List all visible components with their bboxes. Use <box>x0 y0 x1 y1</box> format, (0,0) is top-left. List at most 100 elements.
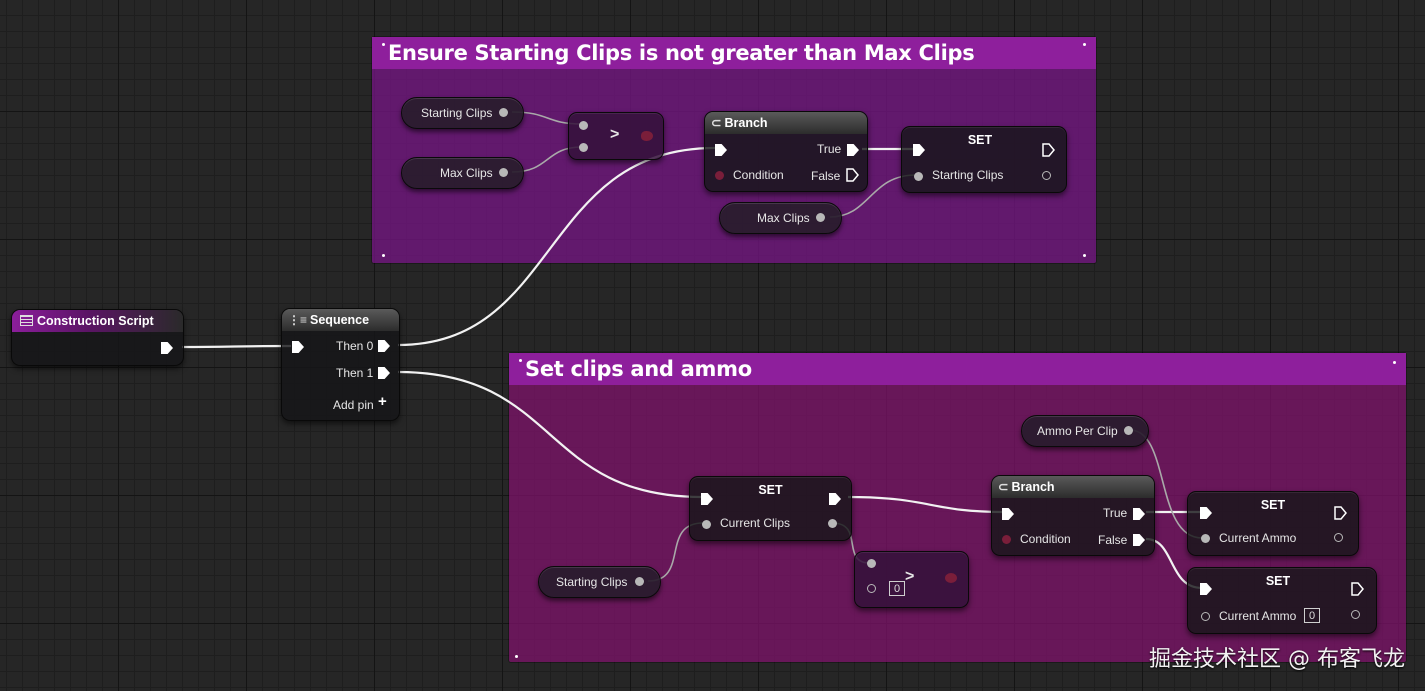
then-0-pin[interactable] <box>378 340 390 352</box>
add-pin-label[interactable]: Add pin <box>333 398 374 412</box>
data-in-pin[interactable] <box>1201 534 1210 543</box>
data-in-pin[interactable] <box>1201 612 1210 621</box>
pin-label: Current Ammo <box>1219 531 1297 545</box>
starting-clips-getter[interactable]: Starting Clips <box>401 97 524 129</box>
then-0-label: Then 0 <box>336 339 374 353</box>
true-label: True <box>817 142 842 156</box>
branch-node-top[interactable]: ⊂Branch True Condition False <box>704 111 868 192</box>
data-in-pin-b[interactable] <box>867 584 876 593</box>
then-1-label: Then 1 <box>336 366 374 380</box>
variable-label: Ammo Per Clip <box>1037 424 1118 438</box>
set-starting-clips-node[interactable]: SET Starting Clips <box>901 126 1067 193</box>
sequence-node[interactable]: ⋮≡Sequence Then 0 Then 1 Add pin + <box>281 308 400 421</box>
pin-label: Current Clips <box>720 516 791 530</box>
exec-out-pin[interactable] <box>1042 143 1056 157</box>
comment-corner-dot <box>1393 361 1396 364</box>
node-header: ⊂Branch <box>705 112 867 134</box>
plus-icon[interactable]: + <box>378 393 387 410</box>
condition-pin[interactable] <box>715 171 724 180</box>
data-out-pin[interactable] <box>816 213 825 222</box>
function-icon <box>20 315 33 326</box>
watermark: 掘金技术社区 @ 布客飞龙 <box>1149 647 1405 672</box>
max-clips-getter[interactable]: Max Clips <box>401 157 524 189</box>
condition-label: Condition <box>1020 532 1071 546</box>
data-out-pin[interactable] <box>1042 171 1051 180</box>
data-out-pin[interactable] <box>828 519 837 528</box>
comment-title[interactable]: Set clips and ammo <box>509 353 1406 385</box>
set-current-ammo-node-false[interactable]: SET Current Ammo 0 <box>1187 567 1377 634</box>
node-header: ⊂Branch <box>992 476 1154 498</box>
branch-icon: ⊂ <box>998 480 1009 494</box>
exec-out-pin[interactable] <box>1334 506 1348 520</box>
starting-clips-getter-2[interactable]: Starting Clips <box>538 566 661 598</box>
value-input-box[interactable]: 0 <box>889 581 905 596</box>
comment-corner-dot <box>1083 254 1086 257</box>
exec-in-pin[interactable] <box>1002 508 1014 520</box>
pin-label: Starting Clips <box>932 168 1004 182</box>
data-out-pin[interactable] <box>1351 610 1360 619</box>
set-current-clips-node[interactable]: SET Current Clips <box>689 476 852 541</box>
sequence-icon: ⋮≡ <box>288 313 308 327</box>
exec-in-pin[interactable] <box>1200 583 1212 595</box>
data-in-pin[interactable] <box>914 172 923 181</box>
node-title: Branch <box>724 116 768 130</box>
branch-icon: ⊂ <box>711 116 722 130</box>
value-input-box[interactable]: 0 <box>1304 608 1320 623</box>
comment-corner-dot <box>382 254 385 257</box>
exec-in-pin[interactable] <box>292 341 304 353</box>
comment-corner-dot <box>519 359 522 362</box>
data-in-pin-b[interactable] <box>579 143 588 152</box>
false-label: False <box>811 169 841 183</box>
construction-script-node[interactable]: Construction Script <box>11 309 184 366</box>
data-in-pin[interactable] <box>702 520 711 529</box>
data-out-pin[interactable] <box>499 168 508 177</box>
exec-in-pin[interactable] <box>913 144 925 156</box>
false-label: False <box>1098 533 1128 547</box>
node-header: ⋮≡Sequence <box>282 309 399 331</box>
exec-out-pin[interactable] <box>161 342 173 354</box>
exec-wire <box>181 344 292 349</box>
true-label: True <box>1103 506 1128 520</box>
bool-out-pin[interactable] <box>945 573 957 583</box>
node-title: SET <box>1265 574 1291 588</box>
comment-title[interactable]: Ensure Starting Clips is not greater tha… <box>372 37 1096 69</box>
max-clips-getter-2[interactable]: Max Clips <box>719 202 842 234</box>
false-pin[interactable] <box>1133 534 1145 546</box>
exec-out-pin[interactable] <box>829 493 841 505</box>
node-title: Sequence <box>310 313 370 327</box>
comment-corner-dot <box>382 43 385 46</box>
greater-than-node-2[interactable]: 0 > <box>854 551 969 608</box>
exec-out-pin[interactable] <box>1351 582 1365 596</box>
exec-in-pin[interactable] <box>701 493 713 505</box>
node-title: SET <box>758 483 783 497</box>
condition-pin[interactable] <box>1002 535 1011 544</box>
variable-label: Max Clips <box>440 166 493 180</box>
variable-label: Starting Clips <box>421 106 493 120</box>
node-title: SET <box>1260 498 1286 512</box>
node-header: Construction Script <box>12 310 183 332</box>
variable-label: Starting Clips <box>556 575 628 589</box>
comment-corner-dot <box>515 655 518 658</box>
true-pin[interactable] <box>1133 508 1145 520</box>
greater-than-node[interactable]: > <box>568 112 664 160</box>
exec-in-pin[interactable] <box>715 144 727 156</box>
branch-node-bottom[interactable]: ⊂Branch True Condition False <box>991 475 1155 556</box>
then-1-pin[interactable] <box>378 367 390 379</box>
exec-in-pin[interactable] <box>1200 507 1212 519</box>
false-pin[interactable] <box>846 168 860 182</box>
node-title: SET <box>967 133 993 147</box>
data-out-pin[interactable] <box>1334 533 1343 542</box>
bool-out-pin[interactable] <box>641 131 653 141</box>
operator-label: > <box>610 126 620 143</box>
node-title: Construction Script <box>37 314 154 328</box>
data-in-pin-a[interactable] <box>867 559 876 568</box>
pin-label: Current Ammo <box>1219 609 1297 623</box>
data-out-pin[interactable] <box>499 108 508 117</box>
set-current-ammo-node-true[interactable]: SET Current Ammo <box>1187 491 1359 556</box>
ammo-per-clip-getter[interactable]: Ammo Per Clip <box>1021 415 1149 447</box>
data-out-pin[interactable] <box>635 577 644 586</box>
data-in-pin-a[interactable] <box>579 121 588 130</box>
condition-label: Condition <box>733 168 784 182</box>
true-pin[interactable] <box>847 144 859 156</box>
data-out-pin[interactable] <box>1124 426 1133 435</box>
